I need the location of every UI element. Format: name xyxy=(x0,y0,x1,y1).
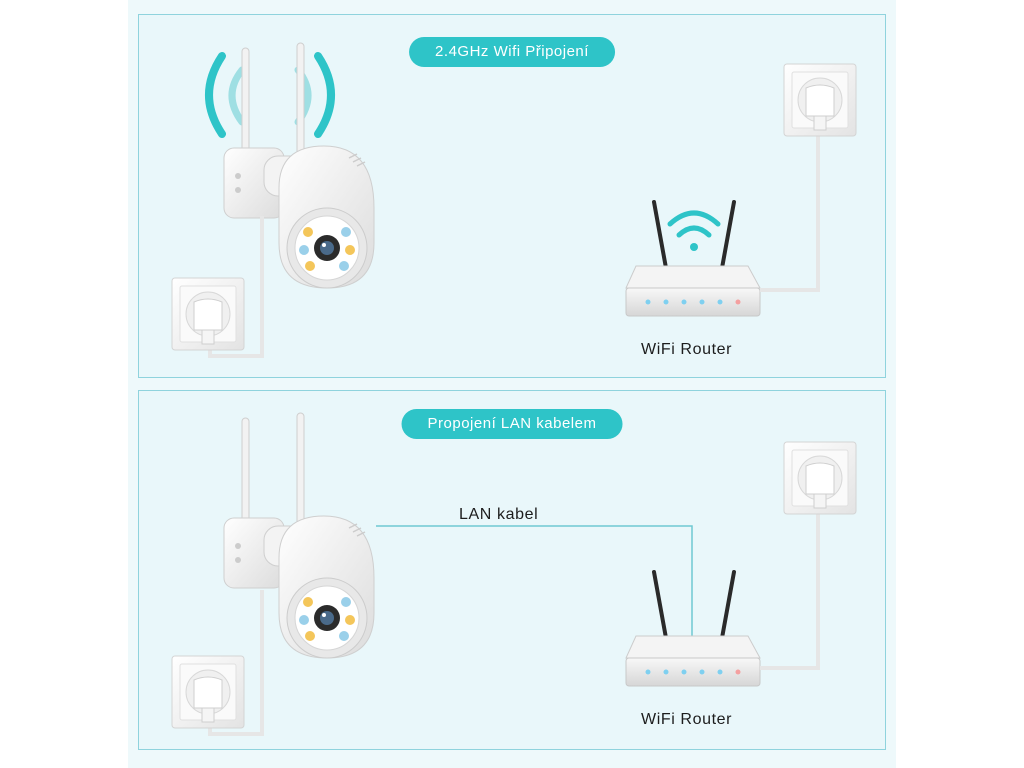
power-socket-icon xyxy=(171,277,245,351)
cable-icon xyxy=(376,525,693,650)
wifi-signal-icon xyxy=(205,52,335,138)
power-socket-icon xyxy=(783,63,857,137)
lan-connection-title: Propojení LAN kabelem xyxy=(401,409,623,439)
power-socket-icon xyxy=(783,441,857,515)
router-icon xyxy=(624,200,762,318)
cable-icon xyxy=(760,136,820,292)
wifi-connection-title: 2.4GHz Wifi Připojení xyxy=(409,37,615,67)
lan-router-label: WiFi Router xyxy=(641,711,733,728)
lan-cable-label: LAN kabel xyxy=(459,506,539,523)
camera-icon xyxy=(223,42,375,289)
router-icon xyxy=(624,570,762,688)
wifi-router-label: WiFi Router xyxy=(641,341,733,358)
camera-icon xyxy=(223,412,375,659)
cable-icon xyxy=(760,512,820,670)
wifi-signal-icon xyxy=(667,210,721,251)
power-socket-icon xyxy=(171,655,245,729)
cable-icon xyxy=(208,590,264,736)
